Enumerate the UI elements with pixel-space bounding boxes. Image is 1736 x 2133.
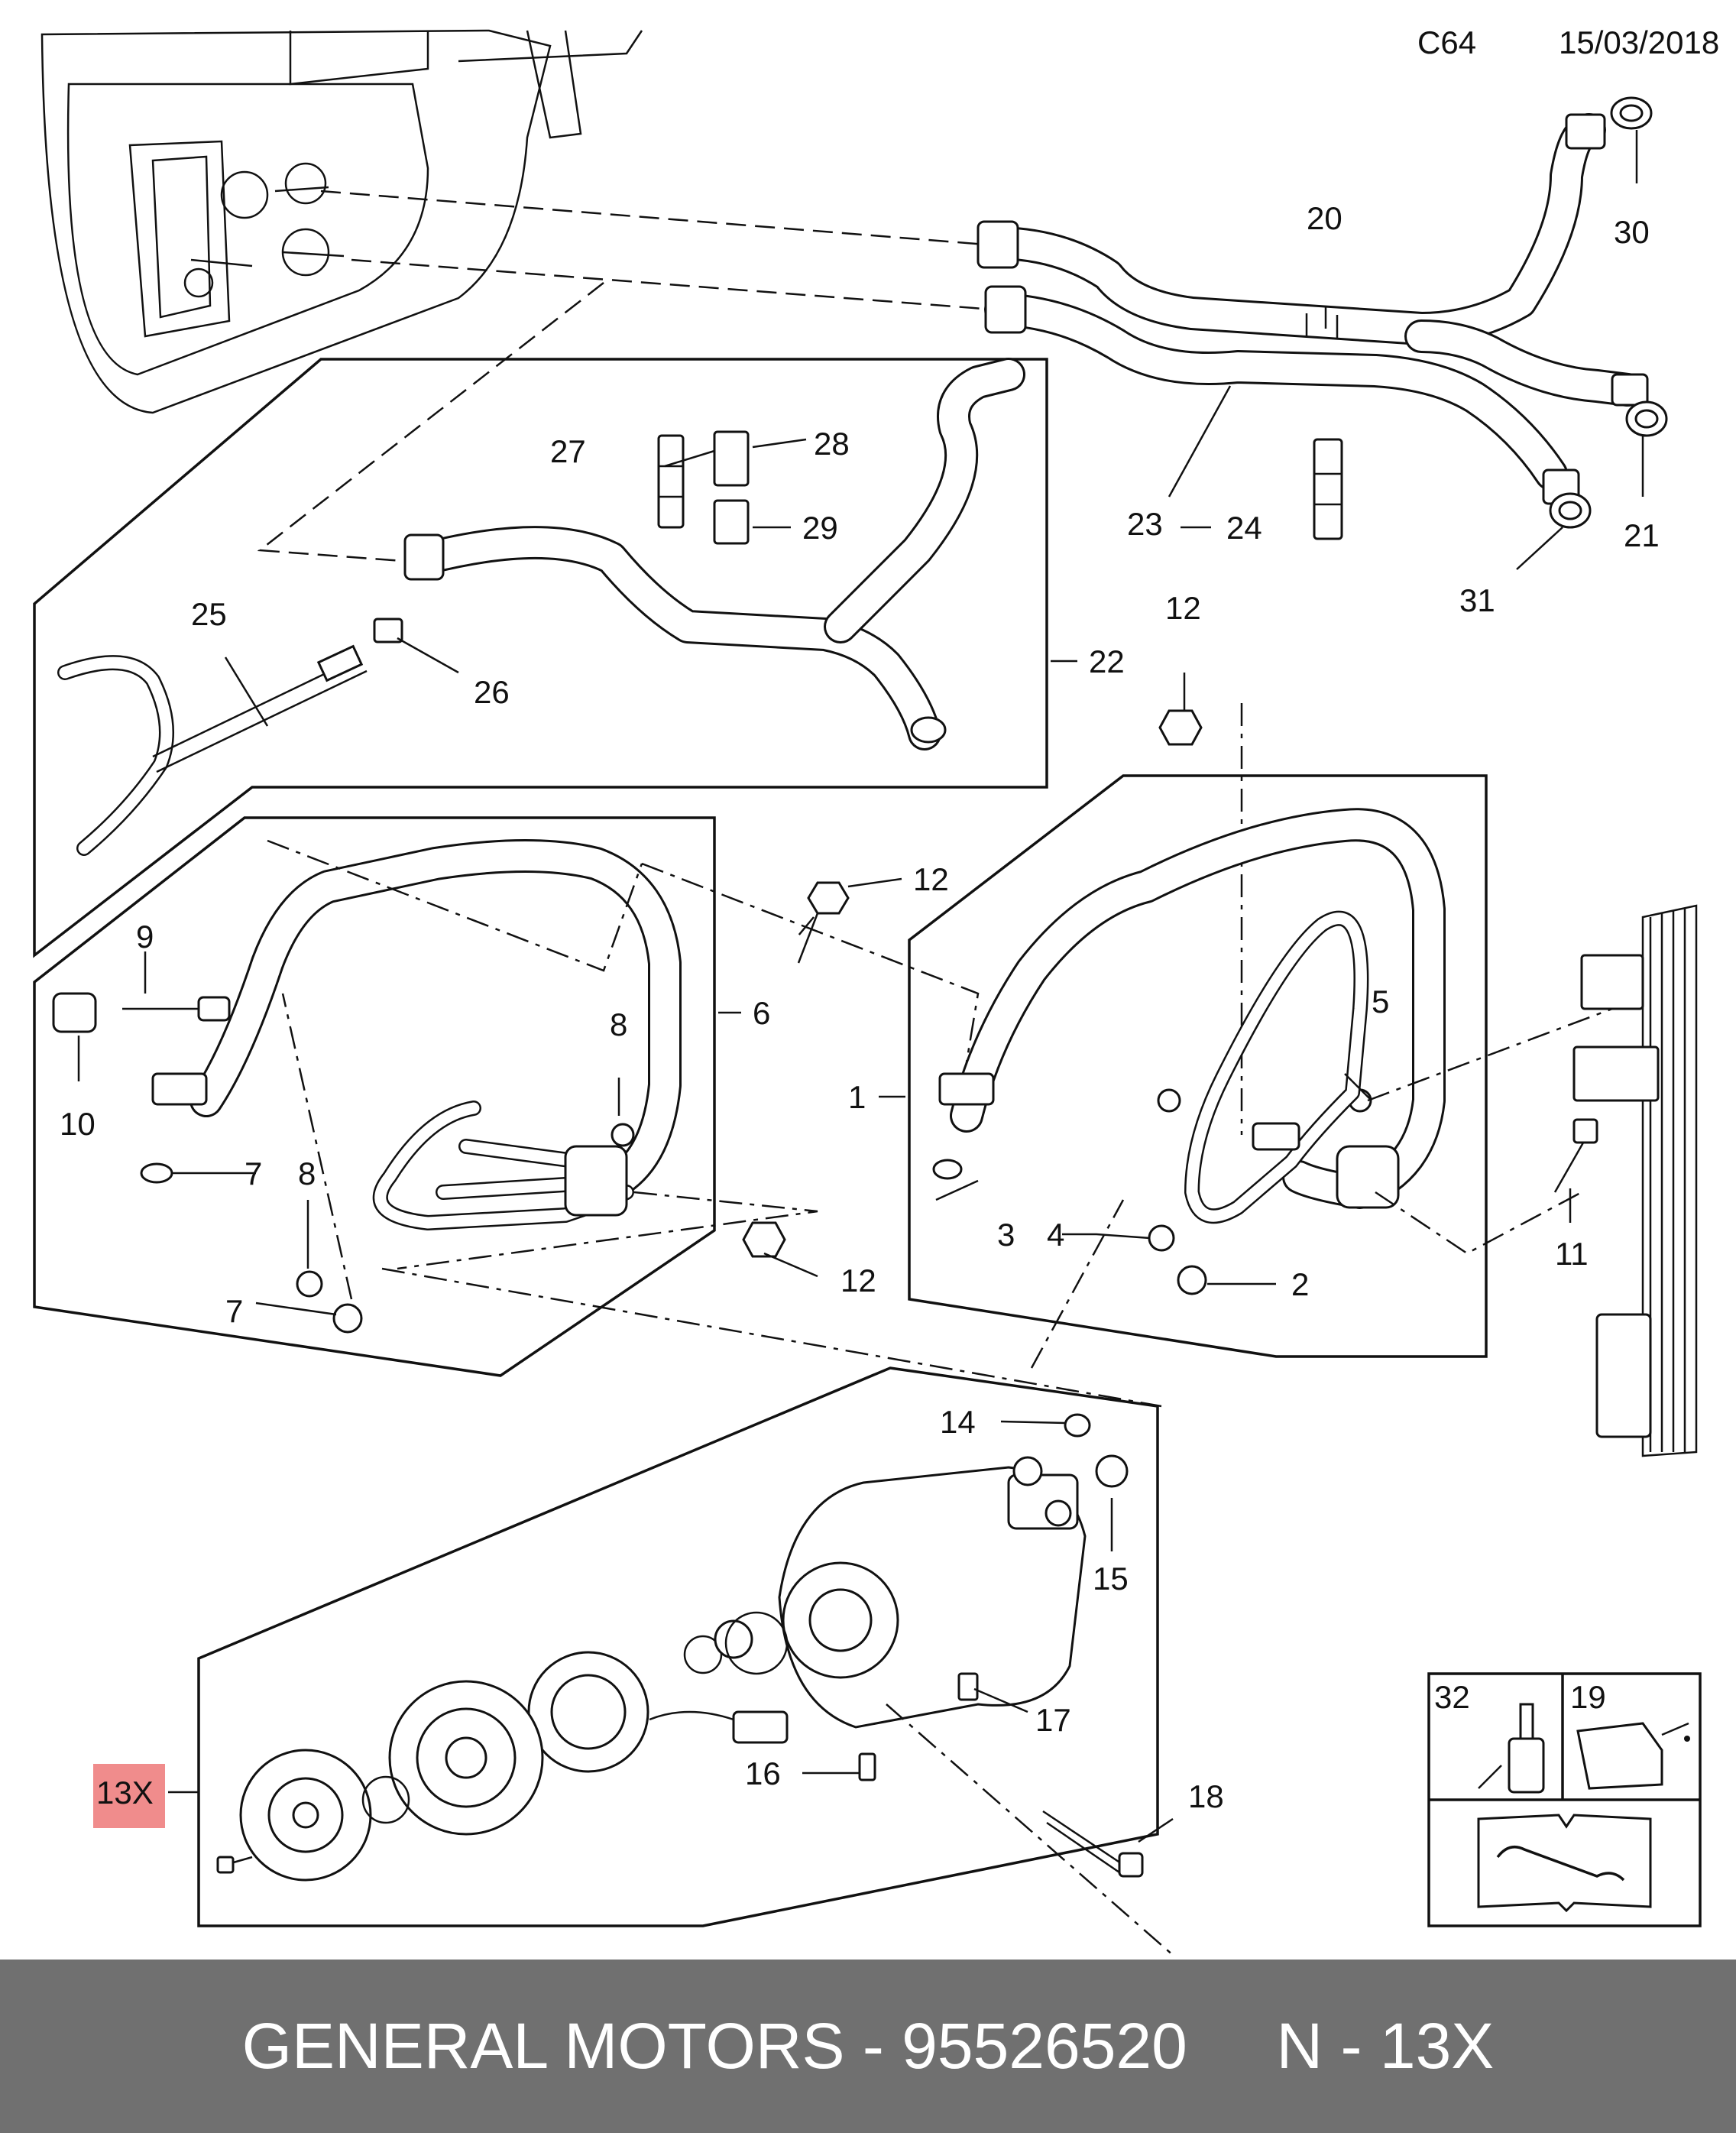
callout-26: 26 (474, 674, 510, 710)
callout-6: 6 (753, 995, 770, 1031)
callout-30: 30 (1614, 214, 1650, 250)
clip-28 (713, 430, 750, 487)
callout-20: 20 (1307, 200, 1342, 236)
callout-19: 19 (1570, 1679, 1606, 1715)
firewall-evaporator-housing (40, 29, 643, 414)
callout-23: 23 (1127, 506, 1163, 542)
hose-1 (938, 808, 1446, 1224)
bolt-18 (1042, 1810, 1144, 1878)
callout-10: 10 (60, 1106, 96, 1142)
header-date: 15/03/2018 (1559, 24, 1719, 60)
valve-9 (122, 996, 231, 1022)
oil-can-icon (1576, 1722, 1690, 1790)
callout-27: 27 (550, 433, 586, 469)
footer-bar: GENERAL MOTORS - 95526520 N - 13X (0, 1960, 1736, 2133)
callout-9: 9 (136, 919, 154, 955)
parts-diagram: C64 15/03/2018 20 30 21 31 23 24 22 27 2… (33, 24, 1719, 1956)
fitting-17 (957, 1672, 979, 1701)
callout-32: 32 (1434, 1679, 1470, 1715)
callout-21: 21 (1624, 517, 1660, 553)
sensor-wire (649, 1710, 789, 1744)
panel-22 (33, 358, 1048, 958)
hose-22 (403, 358, 1025, 750)
clutch-plate (239, 1749, 372, 1882)
o-rings (140, 1088, 1372, 1334)
nuts-12 (742, 709, 1203, 1258)
callout-2: 2 (1291, 1266, 1309, 1302)
clamp-30 (1610, 96, 1653, 130)
callout-18: 18 (1188, 1778, 1224, 1814)
clamp-31 (1549, 492, 1592, 529)
callout-14: 14 (940, 1404, 976, 1440)
hose-6 (151, 839, 682, 1230)
compressor (778, 1456, 1087, 1729)
callout-7-upper: 7 (245, 1156, 262, 1191)
clip-24 (1313, 438, 1343, 540)
snap-rings (361, 1611, 789, 1824)
callout-15: 15 (1093, 1561, 1129, 1597)
callout-16: 16 (745, 1755, 781, 1791)
bolt-16 (858, 1752, 876, 1781)
highlight-13x-marker (93, 1764, 165, 1828)
callout-4: 4 (1047, 1217, 1064, 1253)
header-code: C64 (1417, 24, 1476, 60)
oil-bottle-icon (1478, 1703, 1545, 1794)
leader-lines (77, 130, 1644, 1843)
panel-13x (197, 1366, 1159, 1927)
callout-25: 25 (191, 596, 227, 632)
compressor-washers-14-15 (1064, 1413, 1129, 1488)
manual-book-wrench-icon (1477, 1814, 1652, 1913)
clip-26 (373, 618, 403, 643)
callout-12-mid: 12 (913, 861, 949, 897)
callout-24: 24 (1226, 510, 1262, 546)
callout-5: 5 (1372, 984, 1389, 1019)
callout-17: 17 (1035, 1702, 1071, 1738)
callout-8-upper: 8 (610, 1007, 627, 1042)
condenser (1572, 904, 1698, 1457)
pipe-assembly-20 (976, 113, 1649, 505)
callout-12-top: 12 (1165, 590, 1201, 626)
clip-27 (657, 434, 685, 529)
callout-3: 3 (997, 1217, 1015, 1253)
pulley (388, 1680, 544, 1836)
bolt-center (216, 1856, 253, 1874)
callout-7-lower: 7 (225, 1293, 243, 1329)
panel-1 (908, 774, 1488, 1358)
plug-10 (52, 992, 97, 1033)
callout-12-low: 12 (840, 1263, 876, 1298)
clutch-coil (527, 1651, 649, 1773)
callout-22: 22 (1089, 643, 1125, 679)
clamp-21 (1625, 400, 1668, 437)
callout-28: 28 (814, 426, 850, 462)
hose-25 (57, 644, 368, 856)
callout-13x: 13X (96, 1775, 154, 1810)
callout-8-lower: 8 (298, 1156, 316, 1191)
callout-31: 31 (1459, 582, 1495, 618)
panel-6 (33, 816, 716, 1377)
clip-29 (713, 499, 750, 545)
callout-1: 1 (848, 1079, 866, 1115)
footer-title: GENERAL MOTORS - 95526520 N - 13X (241, 2010, 1495, 2082)
callout-29: 29 (802, 510, 838, 546)
callout-11: 11 (1555, 1236, 1589, 1272)
legend-box (1427, 1672, 1702, 1927)
bolt-11 (1553, 1118, 1598, 1193)
